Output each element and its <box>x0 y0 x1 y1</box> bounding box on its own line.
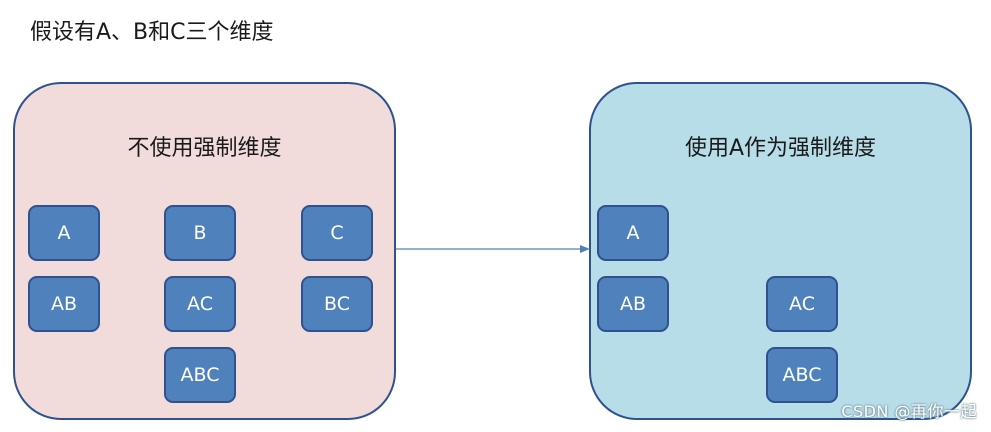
right-panel-title: 使用A作为强制维度 <box>684 136 877 161</box>
left-dim-b: B <box>164 205 236 261</box>
left-dim-bc: BC <box>301 276 373 332</box>
left-panel-title: 不使用强制维度 <box>127 136 282 161</box>
watermark: CSDN @再你一起 <box>841 402 977 421</box>
right-dim-ac: AC <box>766 276 838 332</box>
right-dim-ab: AB <box>597 276 669 332</box>
left-dim-a: A <box>28 205 100 261</box>
right-dim-abc: ABC <box>766 347 838 403</box>
diagram-heading: 假设有A、B和C三个维度 <box>30 20 274 45</box>
left-dim-c: C <box>301 205 373 261</box>
left-dim-abc: ABC <box>164 347 236 403</box>
right-dim-a: A <box>597 205 669 261</box>
arrow-head <box>580 245 590 253</box>
left-dim-ab: AB <box>28 276 100 332</box>
left-dim-ac: AC <box>164 276 236 332</box>
